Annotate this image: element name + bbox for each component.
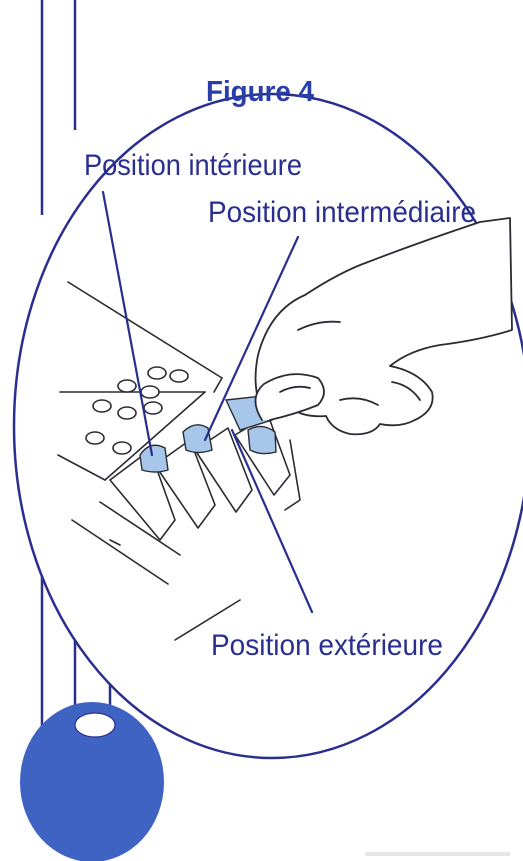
panel-button (113, 442, 131, 454)
label-position-exterieure: Position extérieure (211, 629, 443, 662)
panel-button (148, 367, 166, 379)
switch-tab (183, 425, 212, 453)
panel-button (144, 402, 162, 414)
label-position-interieure: Position intérieure (84, 149, 302, 182)
ball-shine (75, 713, 115, 737)
switch-tab (140, 445, 168, 472)
panel-button (170, 370, 188, 382)
figure-title: Figure 4 (206, 76, 314, 108)
panel-button (118, 380, 136, 392)
label-position-intermediaire: Position intermédiaire (208, 196, 476, 229)
panel-button (118, 407, 136, 419)
switch-tab (248, 426, 276, 453)
panel-button (93, 400, 111, 412)
panel-button (141, 386, 159, 398)
blue-ball (20, 702, 164, 861)
scan-mark (365, 852, 510, 856)
panel-button (86, 432, 104, 444)
